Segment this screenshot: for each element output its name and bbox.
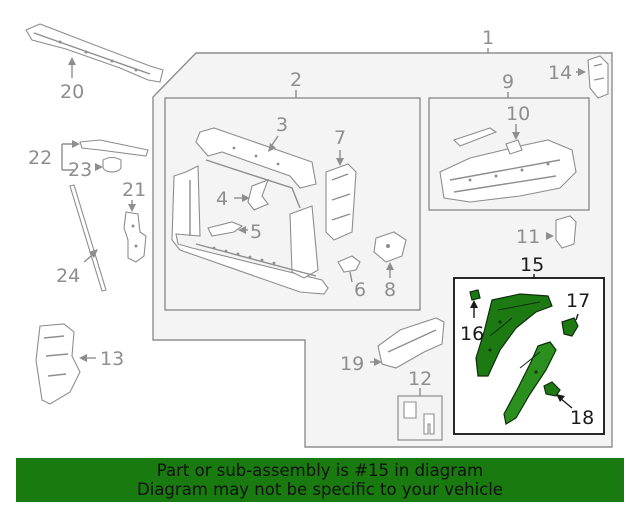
part-10-reinforcement[interactable] <box>452 127 523 155</box>
arrow-14 <box>578 68 586 76</box>
part-20-tie-bar[interactable] <box>25 23 164 83</box>
part-16-fastener[interactable] <box>469 289 481 301</box>
part-23-grommet[interactable] <box>102 156 122 173</box>
callout-5[interactable]: 5 <box>250 221 262 243</box>
arrow-13 <box>79 354 87 362</box>
callout-10[interactable]: 10 <box>506 103 530 125</box>
arrow-5 <box>238 226 246 234</box>
arrow-21 <box>128 204 136 212</box>
callout-14[interactable]: 14 <box>548 62 572 84</box>
part-8-bracket[interactable] <box>373 231 407 263</box>
part-18-bracket[interactable] <box>543 381 561 397</box>
arrow-20 <box>68 57 76 65</box>
callout-18[interactable]: 18 <box>570 407 594 429</box>
info-banner-bg <box>16 458 624 502</box>
part-15-apron-reinforcement[interactable] <box>475 293 557 425</box>
part-17-bracket[interactable] <box>561 317 579 337</box>
part-3-radiator-support[interactable] <box>171 127 329 295</box>
arrow-22a <box>72 140 80 148</box>
callout-3[interactable]: 3 <box>276 114 288 136</box>
arrow-18 <box>556 394 565 402</box>
callout-16[interactable]: 16 <box>460 323 484 345</box>
arrow-3 <box>268 143 276 152</box>
banner-line-2: Diagram may not be specific to your vehi… <box>137 480 503 499</box>
callout-11[interactable]: 11 <box>516 226 540 248</box>
arrow-7 <box>336 158 344 166</box>
callout-1[interactable]: 1 <box>482 27 494 49</box>
part-5-bracket[interactable] <box>207 221 244 237</box>
callout-19[interactable]: 19 <box>340 353 364 375</box>
leader-17 <box>575 313 579 321</box>
arrow-19 <box>374 358 382 366</box>
info-banner: Part or sub-assembly is #15 in diagram D… <box>16 458 624 502</box>
part-6-clip[interactable] <box>337 255 361 273</box>
callout-20[interactable]: 20 <box>60 81 84 103</box>
part-4-bracket[interactable] <box>247 179 269 211</box>
callout-12[interactable]: 12 <box>408 368 432 390</box>
callout-24[interactable]: 24 <box>56 265 80 287</box>
part-9-apron[interactable] <box>439 139 577 203</box>
callout-8[interactable]: 8 <box>384 279 396 301</box>
part-14-bracket[interactable] <box>587 55 609 99</box>
part-7-side-member[interactable] <box>325 163 357 241</box>
callout-6[interactable]: 6 <box>354 279 366 301</box>
part-12-clips[interactable] <box>397 395 443 441</box>
callout-7[interactable]: 7 <box>334 127 346 149</box>
callout-2[interactable]: 2 <box>290 69 302 91</box>
callout-4[interactable]: 4 <box>216 188 228 210</box>
part-13-side-bracket[interactable] <box>35 323 81 405</box>
arrow-4 <box>242 194 250 202</box>
banner-line-1: Part or sub-assembly is #15 in diagram <box>156 461 484 480</box>
callout-13[interactable]: 13 <box>100 348 124 370</box>
callout-15[interactable]: 15 <box>520 254 544 276</box>
callout-21[interactable]: 21 <box>122 179 146 201</box>
part-19-extension[interactable] <box>377 317 445 369</box>
part-22-bracket[interactable] <box>79 139 149 157</box>
part-21-bracket[interactable] <box>123 211 147 263</box>
leader-6 <box>349 271 353 283</box>
arrow-8 <box>386 262 394 270</box>
callout-23[interactable]: 23 <box>68 159 92 181</box>
arrow-16 <box>470 300 478 308</box>
leader-18 <box>559 397 573 409</box>
arrow-10 <box>512 132 520 140</box>
arrow-11 <box>546 232 554 240</box>
callout-17[interactable]: 17 <box>566 290 590 312</box>
arrow-24 <box>89 249 98 258</box>
part-11-bracket[interactable] <box>555 215 577 249</box>
callout-9[interactable]: 9 <box>502 71 514 93</box>
arrow-23 <box>95 163 103 171</box>
callout-22[interactable]: 22 <box>28 147 52 169</box>
